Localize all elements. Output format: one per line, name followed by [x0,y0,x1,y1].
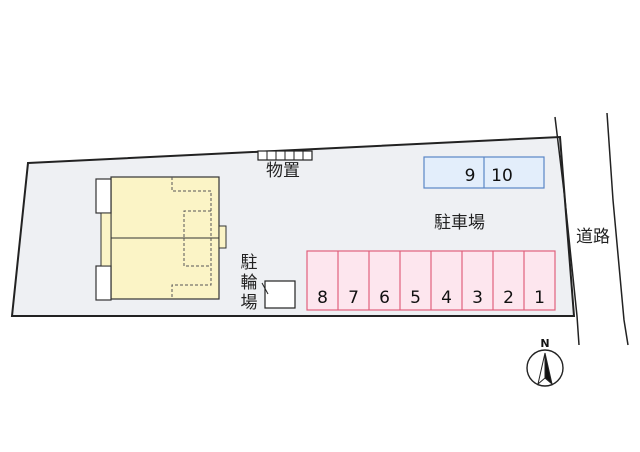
parking-space-number: 4 [441,288,452,308]
parking-space-number: 9 [465,166,476,186]
parking-space-number: 6 [379,288,390,308]
bicycle-parking-box [264,280,296,309]
bicycle-label-char-2: 輪 [240,273,258,293]
road-label: 道路 [576,227,610,247]
parking-space-number: 5 [410,288,421,308]
parking-back-row: 9 10 [423,156,545,189]
road-edge-right [606,112,629,346]
north-arrow: N [526,337,564,387]
parking-space-number: 8 [317,288,328,308]
parking-space-number: 3 [472,288,483,308]
bicycle-parking-label: 駐 輪 場 [239,253,259,313]
parking-space-number: 1 [534,288,545,308]
north-label: N [540,337,549,350]
parking-label: 駐車場 [434,213,485,233]
storage-label: 物置 [266,161,300,181]
bicycle-label-char-3: 場 [240,293,258,313]
parking-space-number: 7 [348,288,359,308]
parking-space-number: 10 [491,166,513,186]
bicycle-label-char-1: 駐 [240,253,258,273]
road-edge-left [554,116,580,346]
parking-space-number: 2 [503,288,514,308]
bicycle-leader-line [261,282,269,295]
apartment-building [95,176,227,301]
storage-shed [257,150,313,161]
